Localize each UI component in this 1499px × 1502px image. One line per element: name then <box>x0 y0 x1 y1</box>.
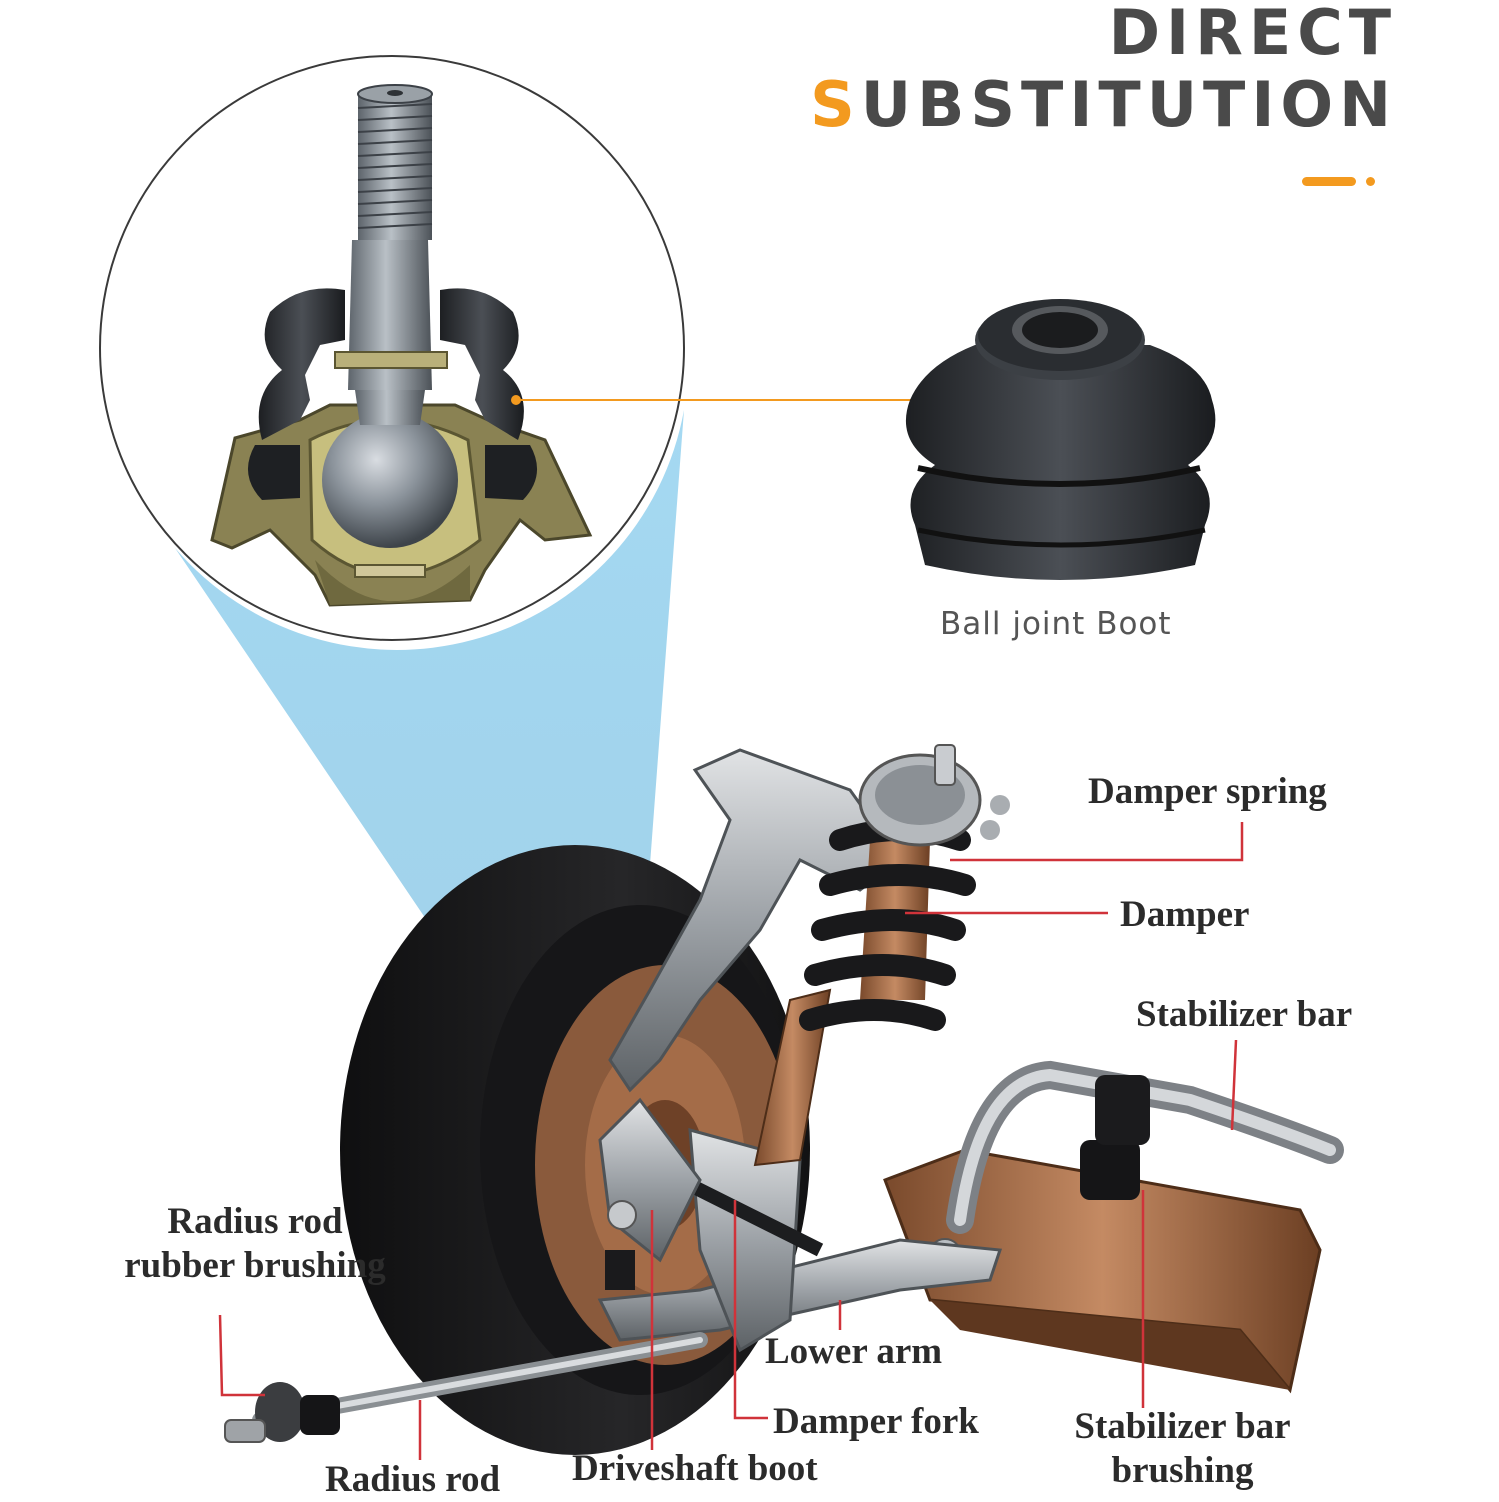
heading-line-2: SUBSTITUTION <box>810 74 1397 136</box>
heading-accent-letter: S <box>810 68 861 141</box>
label-radius-rod-rubber-line2: rubber brushing <box>124 1245 386 1287</box>
label-damper-fork: Damper fork <box>773 1401 979 1442</box>
label-stabilizer-bar-brushing-line1: Stabilizer bar <box>1074 1406 1291 1447</box>
suspension-illustration <box>224 744 1344 1455</box>
pointer-dot <box>511 395 521 405</box>
label-radius-rod: Radius rod <box>325 1459 501 1500</box>
label-damper: Damper <box>1120 894 1250 935</box>
boot-caption: Ball joint Boot <box>940 606 1172 642</box>
ball-joint-boot-photo <box>905 299 1216 580</box>
leader-lines <box>218 822 1244 1460</box>
label-damper-spring: Damper spring <box>1088 771 1327 812</box>
label-stabilizer-bar-brushing: Stabilizer bar brushing <box>1050 1405 1315 1494</box>
accent-bar <box>1302 177 1356 186</box>
label-radius-rod-rubber-brushing: Radius rod rubber brushing <box>100 1200 410 1289</box>
ball-joint-cutaway <box>210 84 593 607</box>
label-stabilizer-bar: Stabilizer bar <box>1136 994 1353 1035</box>
heading-line-1: DIRECT <box>1108 0 1397 69</box>
label-stabilizer-bar-brushing-line2: brushing <box>1111 1450 1254 1492</box>
label-driveshaft-boot: Driveshaft boot <box>572 1448 818 1489</box>
label-radius-rod-rubber-line1: Radius rod <box>167 1201 343 1242</box>
accent-dot <box>1366 177 1375 186</box>
heading-rest: UBSTITUTION <box>860 68 1397 141</box>
label-lower-arm: Lower arm <box>765 1331 943 1372</box>
